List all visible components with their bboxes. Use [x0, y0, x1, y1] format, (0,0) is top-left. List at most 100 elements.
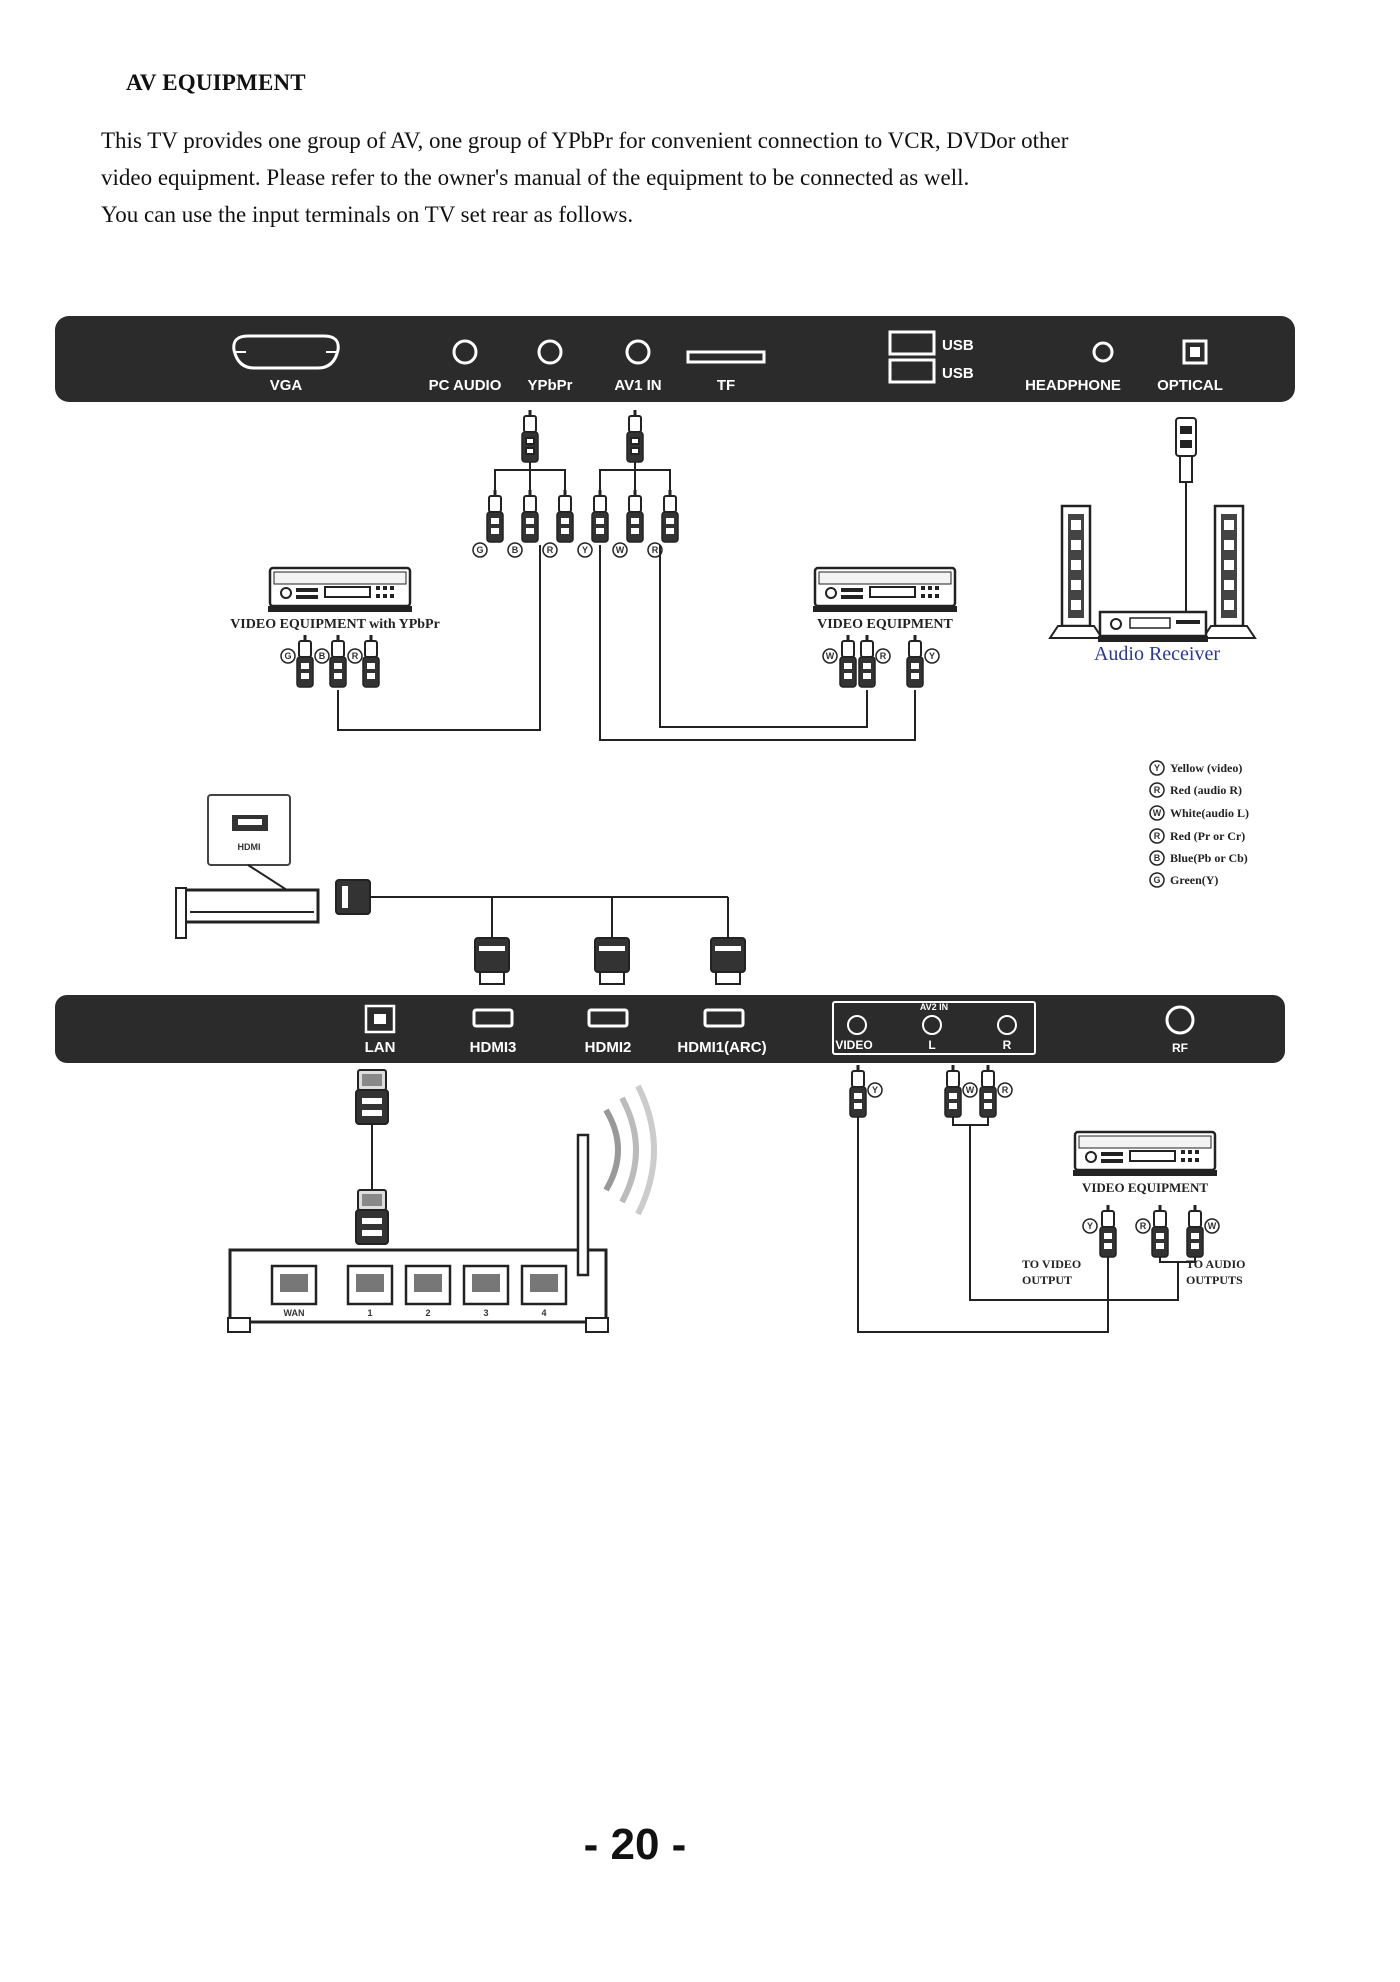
wifi-router: WAN 1 2 3 4: [227, 1084, 657, 1333]
hdmi1-arc-port: HDMI1(ARC): [677, 1008, 767, 1056]
legend-text-4: Red (Pr or Cr): [1170, 829, 1245, 843]
intro-line-3: You can use the input terminals on TV se…: [101, 202, 634, 227]
lan-port: LAN: [365, 1004, 396, 1056]
legend-text-2: Red (audio R): [1170, 783, 1242, 797]
ypbpr-port: YPbPr: [527, 339, 573, 394]
optical-label: OPTICAL: [1157, 377, 1223, 394]
to-video-output-line-2: OUTPUT: [1022, 1273, 1072, 1287]
intro-line-2: video equipment. Please refer to the own…: [101, 165, 970, 190]
av2-device-letter-2: R: [1140, 1221, 1147, 1231]
headphone-label: HEADPHONE: [1025, 377, 1121, 394]
av2-device-letter-1: Y: [1087, 1221, 1093, 1231]
router-port-3: 3: [462, 1264, 510, 1318]
ypbpr-letter-1: G: [476, 545, 483, 555]
ypbpr-cable: [494, 408, 566, 490]
hdmi1-label: HDMI1(ARC): [677, 1039, 766, 1056]
av1-in-port: AV1 IN: [614, 339, 662, 394]
hdmi2-label: HDMI2: [585, 1039, 632, 1056]
color-legend: Y Yellow (video) R Red (audio R) W White…: [1149, 760, 1249, 888]
av2-video-equipment: VIDEO EQUIPMENT Y R W TO VIDEO OUTPUT TO…: [1022, 1130, 1245, 1287]
to-video-output-line-1: TO VIDEO: [1022, 1257, 1081, 1271]
legend-text-3: White(audio L): [1170, 806, 1249, 820]
tf-slot: TF: [686, 350, 766, 394]
av2-cable-letter-2: W: [966, 1085, 975, 1095]
hdmi3-port: HDMI3: [470, 1008, 517, 1056]
av1-letter-3: R: [652, 545, 659, 555]
page-number: - 20 -: [583, 1820, 687, 1869]
hdmi-cable: [335, 879, 746, 985]
av-device-letter-3: Y: [929, 651, 935, 661]
av2-device-label: VIDEO EQUIPMENT: [1082, 1180, 1208, 1195]
av1-letter-1: Y: [582, 545, 588, 555]
av1-plugs: [590, 488, 680, 544]
tf-label: TF: [717, 377, 735, 394]
av-video-equipment: VIDEO EQUIPMENT W R Y: [811, 566, 959, 689]
bottom-rear-panel: LAN HDMI3 HDMI2 HDMI1(ARC) AV2 IN VIDEO …: [55, 995, 1285, 1063]
hdmi-device: HDMI: [175, 794, 320, 939]
av2-cable-letter-1: Y: [872, 1085, 878, 1095]
av2-l-label: L: [928, 1038, 935, 1052]
legend-text-5: Blue(Pb or Cb): [1170, 851, 1248, 865]
hdmi3-label: HDMI3: [470, 1039, 517, 1056]
optical-port: OPTICAL: [1157, 339, 1223, 394]
ypbpr-letter-3: R: [547, 545, 554, 555]
ypbpr-device-label: VIDEO EQUIPMENT with YPbPr: [230, 617, 440, 632]
av1-cable: [599, 408, 671, 490]
hdmi2-port: HDMI2: [585, 1008, 632, 1056]
av2-in-label: AV2 IN: [920, 1002, 948, 1012]
legend-letter-4: R: [1154, 831, 1161, 841]
av2-cable-letter-3: R: [1002, 1085, 1009, 1095]
top-wires: [337, 545, 916, 741]
router-port-label-3: 3: [483, 1308, 488, 1318]
av-device-letter-1: W: [826, 651, 835, 661]
legend-letter-1: Y: [1154, 763, 1160, 773]
to-audio-outputs-line-2: OUTPUTS: [1186, 1273, 1243, 1287]
pc-audio-label: PC AUDIO: [429, 377, 502, 394]
router-port-4: 4: [520, 1264, 568, 1318]
ypbpr-plugs: [485, 488, 575, 544]
vga-port: VGA: [232, 334, 340, 394]
router-port-wan: WAN: [270, 1264, 318, 1318]
ypbpr-label: YPbPr: [527, 377, 572, 394]
av2-video-label: VIDEO: [835, 1038, 872, 1052]
ypbpr-device-letter-3: R: [352, 651, 359, 661]
page-heading: AV EQUIPMENT: [126, 70, 306, 95]
top-rear-panel: VGA PC AUDIO YPbPr AV1 IN TF USB USB HEA…: [55, 316, 1295, 402]
router-port-label-2: 2: [425, 1308, 430, 1318]
intro-paragraph: This TV provides one group of AV, one gr…: [101, 122, 1301, 233]
legend-text-1: Yellow (video): [1170, 761, 1242, 775]
vga-label: VGA: [270, 377, 303, 394]
intro-line-1: This TV provides one group of AV, one gr…: [101, 128, 1069, 153]
av-device-letter-2: R: [880, 651, 887, 661]
ypbpr-letter-2: B: [512, 545, 519, 555]
av2-in-ports: AV2 IN VIDEO L R: [832, 1001, 1036, 1055]
legend-letter-2: R: [1154, 785, 1161, 795]
lan-cable: [355, 1069, 389, 1245]
hdmi-device-label: HDMI: [238, 842, 261, 852]
av2-r-label: R: [1003, 1038, 1012, 1052]
ypbpr-cable-letters: G B R Y W R: [472, 542, 663, 558]
router-port-label-wan: WAN: [284, 1308, 305, 1318]
legend-letter-5: B: [1154, 853, 1161, 863]
av1-letter-2: W: [616, 545, 625, 555]
lan-label: LAN: [365, 1039, 396, 1056]
router-port-2: 2: [404, 1264, 452, 1318]
ypbpr-video-equipment: VIDEO EQUIPMENT with YPbPr G B R: [230, 566, 440, 689]
router-port-label-4: 4: [541, 1308, 546, 1318]
pc-audio-port: PC AUDIO: [429, 339, 502, 394]
router-port-1: 1: [346, 1264, 394, 1318]
headphone-port: HEADPHONE: [1025, 341, 1121, 394]
av2-device-letter-3: W: [1208, 1221, 1217, 1231]
ypbpr-device-letter-2: B: [319, 651, 326, 661]
rf-label: RF: [1172, 1041, 1188, 1055]
rf-port: RF: [1165, 1005, 1195, 1055]
audio-receiver-label: Audio Receiver: [1094, 643, 1220, 665]
av1-in-label: AV1 IN: [614, 377, 661, 394]
av-device-label: VIDEO EQUIPMENT: [817, 617, 953, 632]
to-audio-outputs-line-1: TO AUDIO: [1186, 1257, 1245, 1271]
av2-cable: Y W R: [848, 1063, 1179, 1333]
usb-ports: USB USB: [888, 330, 974, 384]
usb2-label: USB: [942, 365, 974, 382]
router-port-label-1: 1: [367, 1308, 372, 1318]
